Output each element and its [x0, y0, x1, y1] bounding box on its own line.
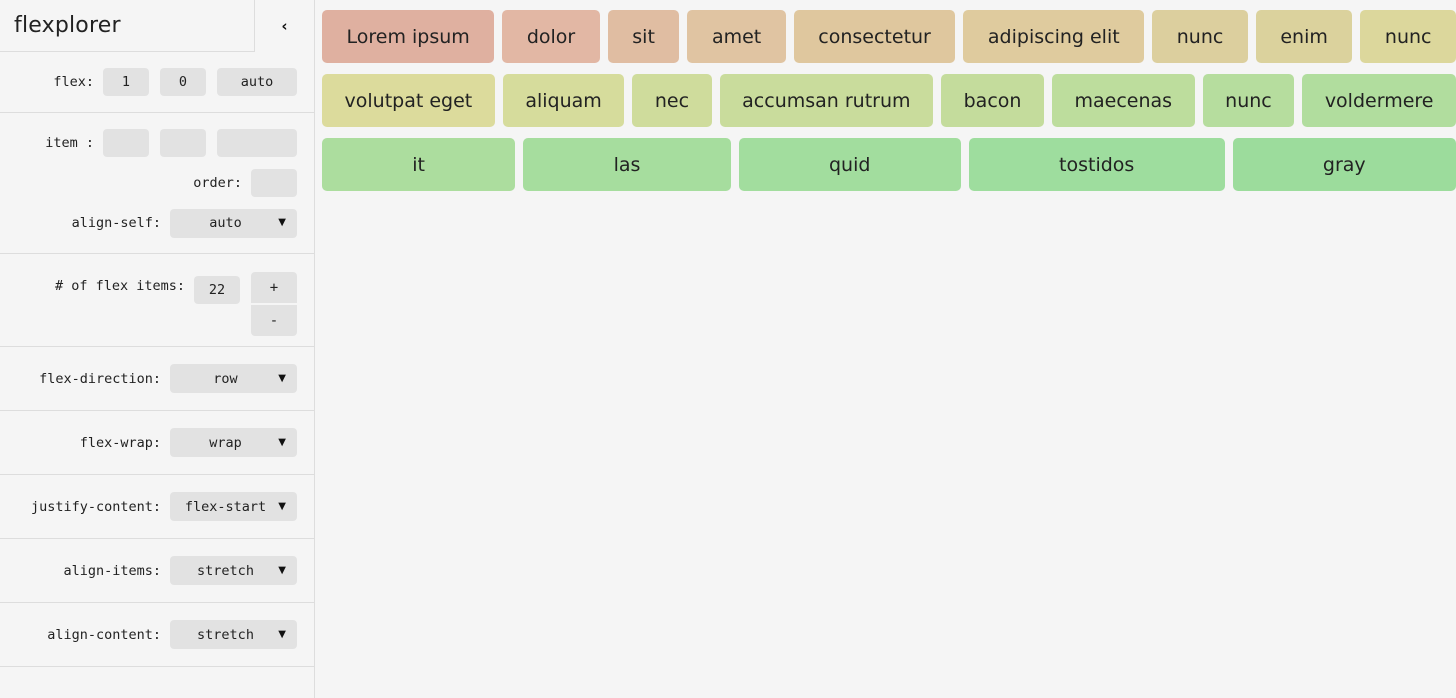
item-flex-shrink-input[interactable]: [160, 129, 206, 157]
flex-item[interactable]: enim: [1255, 10, 1353, 63]
item-flex-basis-input[interactable]: [217, 129, 297, 157]
item-flex-grow-input[interactable]: [103, 129, 149, 157]
flex-wrap-group: flex-wrap: wrap ▼: [0, 411, 314, 475]
flex-direction-select[interactable]: row: [170, 364, 297, 393]
align-self-label: align-self:: [71, 215, 161, 231]
flex-item[interactable]: adipiscing elit: [963, 10, 1145, 63]
flex-item[interactable]: Lorem ipsum: [322, 10, 495, 63]
flex-item[interactable]: bacon: [941, 74, 1044, 127]
flex-item[interactable]: volutpat eget: [322, 74, 495, 127]
item-label: item :: [45, 135, 94, 151]
flex-direction-group: flex-direction: row ▼: [0, 347, 314, 411]
flex-shorthand-group: flex:: [0, 52, 314, 113]
controls-sidebar: flexplorer ‹ flex: item : order:: [0, 0, 315, 698]
flex-item[interactable]: aliquam: [502, 74, 625, 127]
sidebar-header: flexplorer ‹: [0, 0, 314, 52]
align-content-select[interactable]: stretch: [170, 620, 297, 649]
flex-item[interactable]: las: [523, 138, 731, 191]
flex-item[interactable]: it: [322, 138, 516, 191]
flex-item[interactable]: amet: [687, 10, 786, 63]
flex-item[interactable]: dolor: [502, 10, 600, 63]
flex-item[interactable]: tostidos: [968, 138, 1225, 191]
flex-item-count-group: # of flex items: + -: [0, 254, 314, 347]
flex-item[interactable]: nunc: [1202, 74, 1295, 127]
increment-button[interactable]: +: [251, 272, 297, 303]
justify-content-label: justify-content:: [30, 498, 161, 515]
align-content-label: align-content:: [47, 626, 161, 643]
flex-item[interactable]: accumsan rutrum: [719, 74, 934, 127]
flex-item-count-input[interactable]: [194, 276, 240, 304]
flex-item-count-stepper: + -: [251, 272, 297, 336]
flex-item[interactable]: quid: [738, 138, 961, 191]
flex-shrink-input[interactable]: [160, 68, 206, 96]
flex-grow-input[interactable]: [103, 68, 149, 96]
flex-item[interactable]: voldermere: [1302, 74, 1456, 127]
flex-direction-label: flex-direction:: [39, 370, 161, 387]
align-content-group: align-content: stretch ▼: [0, 603, 314, 667]
flex-item[interactable]: nunc: [1152, 10, 1248, 63]
flex-item[interactable]: nec: [632, 74, 712, 127]
flex-item-count-label: # of flex items:: [54, 278, 185, 294]
flex-item[interactable]: consectetur: [793, 10, 956, 63]
flex-item[interactable]: gray: [1232, 138, 1456, 191]
order-label: order:: [193, 175, 242, 191]
page-title: flexplorer: [14, 13, 121, 38]
flex-item[interactable]: sit: [607, 10, 680, 63]
align-items-label: align-items:: [63, 562, 161, 579]
justify-content-group: justify-content: flex-start ▼: [0, 475, 314, 539]
align-items-select[interactable]: stretch: [170, 556, 297, 585]
flex-basis-input[interactable]: [217, 68, 297, 96]
flex-wrap-label: flex-wrap:: [79, 434, 161, 451]
order-input[interactable]: [251, 169, 297, 197]
flex-wrap-select[interactable]: wrap: [170, 428, 297, 457]
flex-item[interactable]: nunc: [1360, 10, 1456, 63]
justify-content-select[interactable]: flex-start: [170, 492, 297, 521]
decrement-button[interactable]: -: [251, 305, 297, 336]
flex-item[interactable]: maecenas: [1051, 74, 1195, 127]
align-self-select[interactable]: auto: [170, 208, 297, 238]
item-properties-group: item : order: align-self: auto ▼: [0, 113, 314, 254]
align-items-group: align-items: stretch ▼: [0, 539, 314, 603]
flex-label: flex:: [53, 74, 94, 90]
chevron-left-icon[interactable]: ‹: [254, 0, 314, 52]
